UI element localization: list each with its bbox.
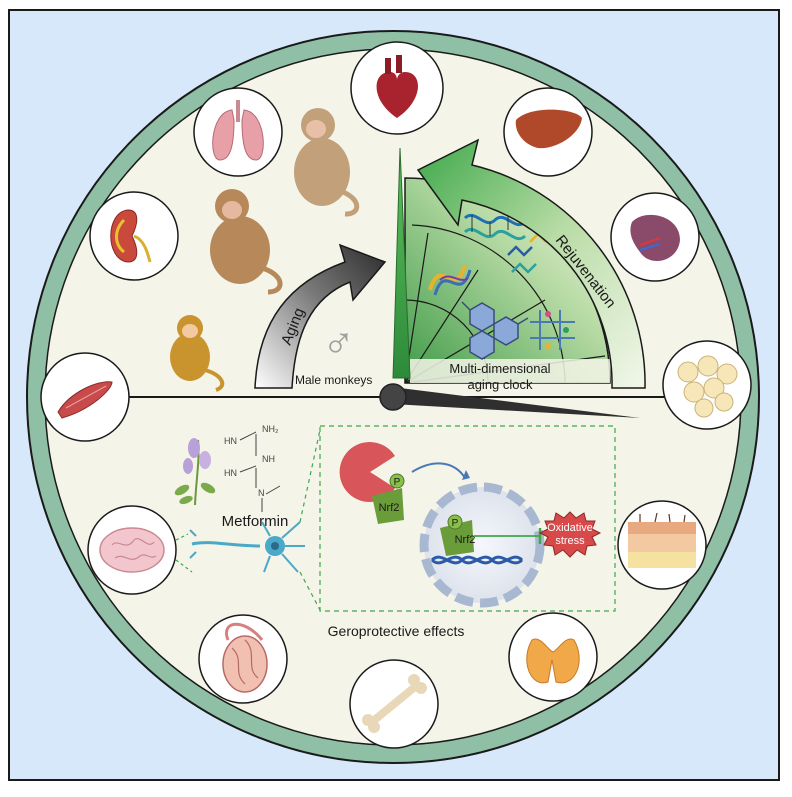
monkey-young-icon — [170, 315, 225, 392]
oxidative-label-line1: Oxidative — [547, 522, 593, 534]
metformin-structure: NH₂ HN NH HN N — [224, 424, 281, 512]
monkey-adult-icon — [210, 189, 283, 295]
organ-testis — [198, 614, 288, 704]
brain-icon — [99, 527, 165, 573]
kidney-icon — [110, 209, 152, 263]
phospho-label-1: P — [394, 477, 401, 488]
muscle-icon — [57, 381, 113, 419]
mechanism-inset — [319, 425, 616, 612]
organ-skin — [617, 500, 707, 590]
organ-brain — [87, 505, 177, 595]
translocation-arrowhead — [462, 470, 470, 480]
heart-icon — [376, 72, 418, 118]
oxidative-stress-icon — [538, 511, 602, 558]
aging-clock-label-line2: aging clock — [467, 377, 533, 392]
organ-kidney — [89, 191, 179, 281]
metabolite-molecule-icon — [461, 301, 529, 360]
keap1-pacman-icon — [339, 442, 395, 502]
formula-hn-top: HN — [224, 436, 237, 446]
neuron-icon — [189, 521, 305, 573]
male-monkeys-label: Male monkeys — [295, 373, 372, 387]
nrf2-nucleus-label: Nrf2 — [455, 534, 476, 546]
liver-icon — [515, 109, 582, 149]
galega-plant-icon — [174, 438, 216, 506]
male-symbol-icon: ♂ — [322, 319, 355, 368]
geroprotective-label: Geroprotective effects — [328, 623, 465, 639]
phospho-label-2: P — [452, 518, 459, 529]
nrf2-cytoplasm-label: Nrf2 — [379, 502, 400, 514]
organ-spleen — [610, 192, 700, 282]
organ-lung — [193, 87, 283, 177]
adipose-icon — [677, 355, 738, 418]
clock-hand-green — [392, 147, 411, 379]
clock-hand-dark — [392, 388, 640, 418]
thyroid-icon — [526, 638, 580, 684]
organ-muscle — [40, 352, 130, 442]
testis-icon — [222, 622, 268, 693]
organ-adipose — [662, 340, 752, 430]
protein-network-icon — [530, 310, 575, 350]
dna-icon — [430, 555, 524, 565]
formula-hn-bottom: HN — [224, 468, 237, 478]
nrf2-cytoplasm: P Nrf2 — [372, 473, 405, 524]
formula-n: N — [258, 488, 265, 498]
nrf2-nucleus: P Nrf2 — [440, 514, 476, 556]
aging-clock-label-line1: Multi-dimensional — [449, 361, 550, 376]
organ-thyroid — [508, 612, 598, 702]
skin-icon — [628, 512, 696, 568]
organ-liver — [503, 87, 593, 177]
chromatin-icon — [428, 264, 472, 296]
formula-nh: NH — [262, 454, 275, 464]
organ-heart — [350, 41, 444, 135]
organ-bone — [349, 659, 439, 749]
lung-icon — [212, 100, 264, 161]
metformin-label: Metformin — [222, 513, 289, 530]
clock-center-pin — [379, 383, 407, 411]
translocation-arrow — [411, 462, 466, 479]
oxidative-label-line2: stress — [555, 535, 585, 547]
bone-icon — [362, 674, 427, 733]
formula-nh2: NH₂ — [262, 424, 279, 434]
monkey-old-icon — [294, 108, 360, 217]
oxidative-stress-badge: Oxidative stress — [538, 511, 602, 558]
dna-helix-icon — [463, 214, 527, 240]
aging-clock-sector — [404, 177, 611, 384]
nucleus — [419, 482, 545, 608]
